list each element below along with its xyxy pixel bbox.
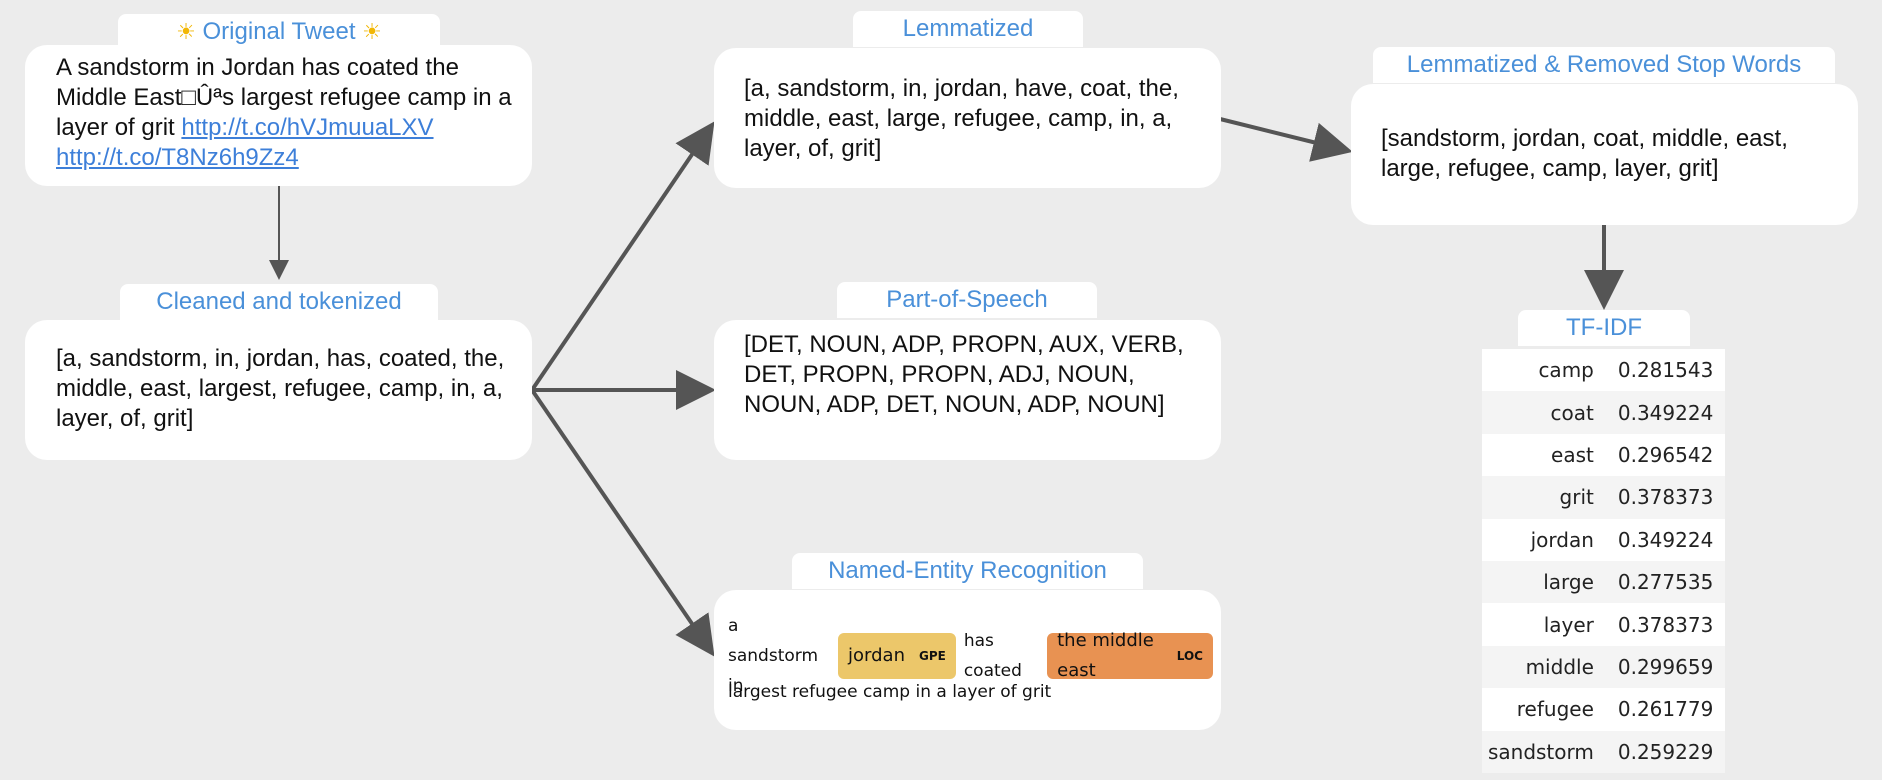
stop-text: [sandstorm, jordan, coat, middle, east, … <box>1381 125 1788 182</box>
ner-box: a sandstorm in jordan GPE has coated the… <box>714 590 1221 730</box>
cleaned-box: [a, sandstorm, in, jordan, has, coated, … <box>25 320 532 460</box>
cleaned-title: Cleaned and tokenized <box>120 284 438 320</box>
term-cell: grit <box>1559 485 1594 510</box>
table-row: large 0.277535 <box>1482 560 1725 604</box>
term-cell: refugee <box>1516 697 1594 722</box>
original-tweet-title: ☀ Original Tweet ☀ <box>118 14 440 50</box>
pos-title: Part-of-Speech <box>837 282 1097 318</box>
entity-loc: the middle east LOC <box>1047 630 1213 681</box>
ner-text: a sandstorm in <box>728 616 819 696</box>
table-row: sandstorm 0.259229 <box>1482 730 1725 773</box>
term-cell: large <box>1543 570 1594 595</box>
lemmatized-title: Lemmatized <box>853 11 1083 47</box>
table-row: middle 0.299659 <box>1482 645 1725 689</box>
arrow-lemmatized-to-stop <box>1219 117 1353 162</box>
term-cell: sandstorm <box>1487 739 1594 764</box>
score-cell: 0.349224 <box>1617 527 1714 552</box>
stop-box: [sandstorm, jordan, coat, middle, east, … <box>1351 84 1858 225</box>
ner-text: largest refugee camp in a layer of grit <box>728 682 1052 702</box>
entity-label: GPE <box>918 649 946 663</box>
term-cell: jordan <box>1530 527 1594 552</box>
tfidf-title: TF-IDF <box>1518 310 1690 346</box>
table-row: coat 0.349224 <box>1482 391 1725 434</box>
table-row: layer 0.378373 <box>1482 603 1725 646</box>
entity-text: jordan <box>848 645 905 666</box>
lemmatized-text: [a, sandstorm, in, jordan, have, coat, t… <box>744 75 1179 162</box>
lemmatized-box: [a, sandstorm, in, jordan, have, coat, t… <box>714 48 1221 188</box>
table-row: east 0.296542 <box>1482 433 1725 477</box>
tweet-text: A sandstorm in Jordan has coated the Mid… <box>56 54 512 141</box>
ner-line-1: a sandstorm in jordan GPE has coated the… <box>728 611 1221 701</box>
entity-gpe: jordan GPE <box>838 633 956 679</box>
term-cell: coat <box>1550 400 1594 425</box>
term-cell: layer <box>1543 612 1594 637</box>
ner-text: has coated <box>963 631 1022 681</box>
score-cell: 0.259229 <box>1617 739 1714 764</box>
pos-box: [DET, NOUN, ADP, PROPN, AUX, VERB, DET, … <box>714 320 1221 460</box>
pos-text: [DET, NOUN, ADP, PROPN, AUX, VERB, DET, … <box>744 331 1184 418</box>
score-cell: 0.281543 <box>1617 358 1714 383</box>
original-tweet-box: A sandstorm in Jordan has coated the Mid… <box>25 45 532 186</box>
arrow-cleaned-to-ner <box>530 388 715 657</box>
ner-line-2: largest refugee camp in a layer of grit <box>728 677 1051 707</box>
score-cell: 0.296542 <box>1617 442 1714 467</box>
score-cell: 0.277535 <box>1617 570 1714 595</box>
tweet-link-1[interactable]: http://t.co/hVJmuuaLXV <box>181 114 434 141</box>
cleaned-text: [a, sandstorm, in, jordan, has, coated, … <box>56 345 505 432</box>
score-cell: 0.349224 <box>1617 400 1714 425</box>
score-cell: 0.261779 <box>1617 697 1714 722</box>
term-cell: east <box>1551 442 1594 467</box>
table-row: camp 0.281543 <box>1482 349 1725 392</box>
tweet-link-2[interactable]: http://t.co/T8Nz6h9Zz4 <box>56 144 299 171</box>
score-cell: 0.299659 <box>1617 654 1714 679</box>
table-row: jordan 0.349224 <box>1482 518 1725 561</box>
score-cell: 0.378373 <box>1617 485 1714 510</box>
entity-label: LOC <box>1176 649 1203 663</box>
term-cell: middle <box>1525 654 1594 679</box>
arrow-cleaned-to-lemmatized <box>530 121 715 392</box>
table-row: grit 0.378373 <box>1482 476 1725 519</box>
sun-icon: ☀ <box>362 19 382 44</box>
score-cell: 0.378373 <box>1617 612 1714 637</box>
term-cell: camp <box>1538 358 1594 383</box>
tfidf-table: camp 0.281543 coat 0.349224 east 0.296542 g… <box>1482 349 1725 773</box>
sun-icon: ☀ <box>176 19 196 44</box>
entity-text: the middle east <box>1057 630 1154 681</box>
stop-title: Lemmatized & Removed Stop Words <box>1373 47 1835 83</box>
table-row: refugee 0.261779 <box>1482 688 1725 731</box>
ner-title: Named-Entity Recognition <box>792 553 1143 589</box>
